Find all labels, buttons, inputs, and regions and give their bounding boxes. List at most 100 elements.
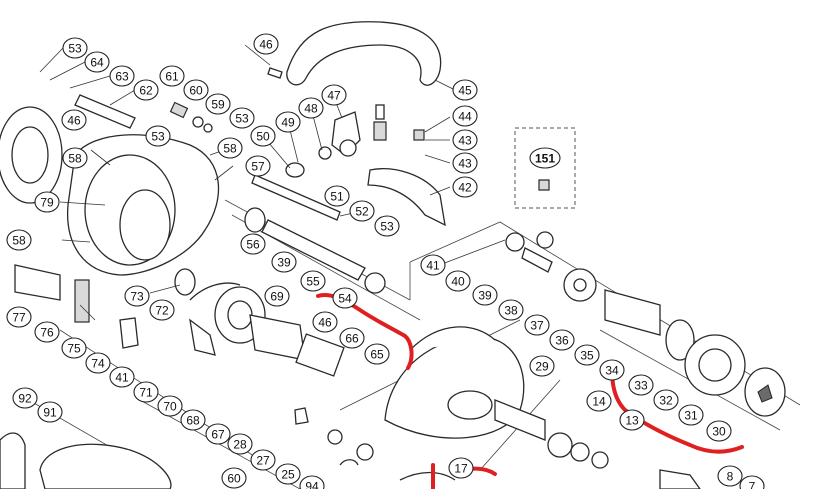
callout-bubble (159, 65, 185, 87)
callout-13: 13 (619, 409, 645, 431)
callout-41: 41 (109, 366, 135, 388)
callout-46: 46 (253, 33, 279, 55)
callout-70: 70 (157, 395, 183, 417)
callout-47: 47 (321, 84, 347, 106)
callout-29: 29 (529, 355, 555, 377)
callout-58: 58 (217, 137, 243, 159)
callout-label: 74 (91, 357, 105, 371)
callout-bubble (524, 314, 550, 336)
callout-91: 91 (37, 401, 63, 423)
callout-bubble (653, 389, 679, 411)
callout-label: 66 (345, 332, 359, 346)
callout-label: 43 (458, 134, 472, 148)
callout-label: 59 (211, 98, 225, 112)
callout-label: 55 (306, 275, 320, 289)
callout-label: 48 (304, 102, 318, 116)
callout-53: 53 (229, 107, 255, 129)
callout-label: 46 (259, 38, 273, 52)
callout-label: 67 (211, 428, 225, 442)
callout-label: 25 (281, 468, 295, 482)
callout-label: 62 (139, 84, 153, 98)
callout-bubble (324, 185, 350, 207)
callout-79: 79 (34, 191, 60, 213)
callout-label: 53 (151, 130, 165, 144)
callout-label: 31 (684, 409, 698, 423)
callout-33: 33 (628, 374, 654, 396)
callout-label: 34 (605, 364, 619, 378)
callout-label: 28 (233, 438, 247, 452)
callout-30: 30 (706, 420, 732, 442)
callout-label: 70 (163, 400, 177, 414)
callout-label: 39 (478, 289, 492, 303)
callout-label: 41 (426, 259, 440, 273)
callout-53: 53 (62, 37, 88, 59)
parts (0, 21, 786, 489)
callout-bubble (312, 311, 338, 333)
callout-label: 47 (327, 89, 341, 103)
callout-bubble (332, 287, 358, 309)
callout-bubble (250, 449, 276, 471)
callout-label: 38 (504, 304, 518, 318)
red-annotation-stroke (610, 368, 744, 454)
callout-58: 58 (62, 147, 88, 169)
callout-bubble (61, 109, 87, 131)
callout-bubble (149, 299, 175, 321)
callout-61: 61 (159, 65, 185, 87)
callout-41: 41 (420, 254, 446, 276)
callout-bubble (298, 97, 324, 119)
callout-label: 60 (227, 472, 241, 486)
callout-51: 51 (324, 185, 350, 207)
callout-45: 45 (452, 79, 478, 101)
callout-label: 91 (43, 406, 57, 420)
callout-60: 60 (183, 79, 209, 101)
callout-bubble (183, 79, 209, 101)
callout-bubble (271, 251, 297, 273)
callout-label: 71 (139, 386, 153, 400)
callout-label: 50 (256, 130, 270, 144)
callout-bubble (452, 129, 478, 151)
worm-shaft-part (261, 219, 366, 281)
callout-14: 14 (586, 390, 612, 412)
callout-bubble (62, 37, 88, 59)
callout-bubble (217, 137, 243, 159)
shaft-part (74, 94, 136, 129)
callout-label: 94 (305, 480, 319, 489)
callout-25: 25 (275, 463, 301, 485)
callout-17: 17 (448, 457, 474, 479)
callout-39: 39 (472, 284, 498, 306)
callout-label: 51 (330, 190, 344, 204)
callout-bubble (133, 381, 159, 403)
callout-bubbles: 5364636261605953464544434342474849504653… (6, 33, 765, 489)
callout-bubble (299, 475, 325, 489)
callout-7: 7 (739, 475, 765, 489)
callout-34: 34 (599, 359, 625, 381)
callout-68: 68 (180, 409, 206, 431)
callout-bubble (452, 176, 478, 198)
callout-31: 31 (678, 404, 704, 426)
lower-housing-part (39, 443, 172, 489)
clip-part (169, 101, 189, 119)
callout-label: 42 (458, 181, 472, 195)
callout-74: 74 (85, 352, 111, 374)
callout-label: 13 (625, 414, 639, 428)
callout-bubble (37, 401, 63, 423)
callout-label: 69 (270, 290, 284, 304)
callout-label: 75 (67, 342, 81, 356)
callout-57: 57 (245, 155, 271, 177)
callout-bubble (678, 404, 704, 426)
callout-label: 53 (68, 42, 82, 56)
callout-bubble (628, 374, 654, 396)
callout-label: 35 (580, 349, 594, 363)
callout-bubble (599, 359, 625, 381)
callout-bubble (180, 409, 206, 431)
callout-151: 151 (529, 147, 561, 169)
callout-53: 53 (145, 125, 171, 147)
callout-label: 68 (186, 414, 200, 428)
callout-label: 65 (370, 348, 384, 362)
callout-bubble (574, 344, 600, 366)
callout-8: 8 (717, 465, 743, 487)
callout-label: 77 (12, 311, 26, 325)
callout-48: 48 (298, 97, 324, 119)
callout-label: 63 (115, 70, 129, 84)
